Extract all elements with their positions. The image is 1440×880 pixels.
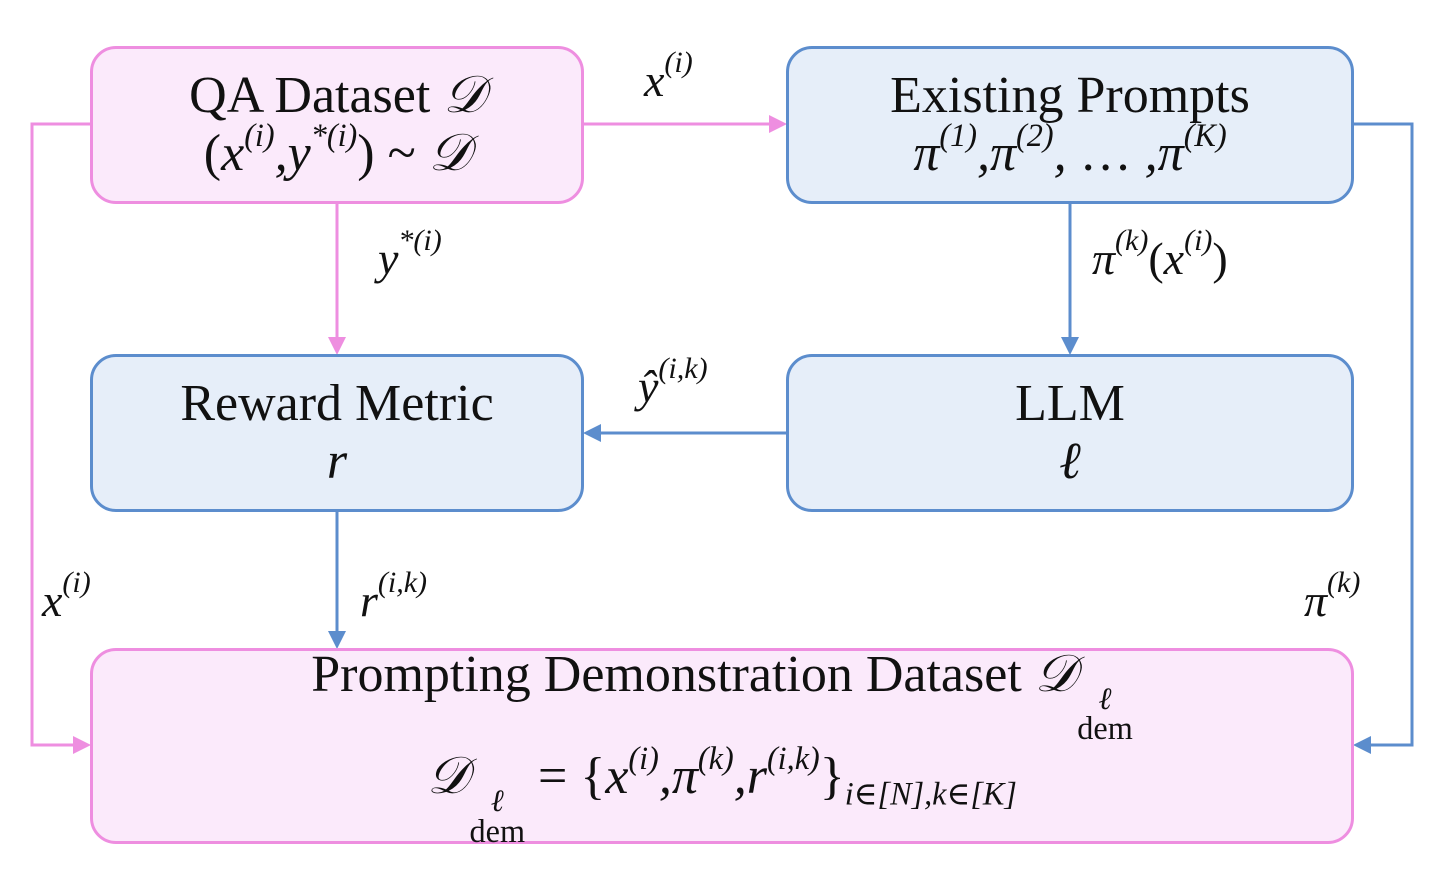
edge-existing-demo-sup: (k)	[1327, 566, 1361, 599]
edge-reward-demo-base: r	[360, 575, 378, 626]
llm-box: LLM ℓ	[786, 354, 1354, 512]
reward-metric-symbol: r	[326, 433, 348, 490]
demo-symbol-sup: ℓ	[1098, 680, 1112, 716]
edge-existing-llm-arg: x	[1163, 233, 1185, 284]
edge-qa-reward-base: y	[378, 233, 399, 284]
demo-def-sub: dem	[469, 812, 526, 849]
edge-reward-demo-sup: (i,k)	[377, 566, 428, 599]
edge-existing-demo-base: π	[1304, 575, 1328, 626]
qa-dataset-title-line: QA Dataset 𝒟	[189, 67, 485, 125]
prompt-pi-1: π	[913, 125, 940, 182]
edge-existing-llm-arg-sup: (i)	[1184, 224, 1213, 257]
qa-pair-y: y	[287, 125, 311, 182]
prompt-sup-K: (K)	[1183, 116, 1227, 153]
edge-llm-reward-base: ŷ	[638, 361, 659, 412]
prompt-ellipsis: …	[1079, 125, 1132, 182]
demo-set-x-sup: (i)	[628, 739, 659, 776]
demo-set-r: r	[746, 748, 767, 805]
existing-prompts-box: Existing Prompts π(1),π(2), … ,π(K)	[786, 46, 1354, 204]
prompt-pi-2: π	[989, 125, 1017, 182]
edge-qa-demo-sup: (i)	[62, 566, 91, 599]
edge-llm-reward-sup: (i,k)	[658, 352, 708, 385]
edge-label-llm-to-reward: ŷ(i,k)	[638, 354, 708, 413]
demo-set-pi: π	[671, 748, 698, 805]
existing-prompts-title: Existing Prompts	[890, 66, 1250, 124]
demo-set-r-sup: (i,k)	[766, 739, 820, 776]
qa-dataset-title: QA Dataset	[189, 66, 431, 124]
edge-qa-existing-base: x	[644, 55, 665, 106]
edge-existing-llm-sup: (k)	[1115, 224, 1149, 257]
llm-title: LLM	[1015, 374, 1125, 432]
qa-dataset-sample-line: (x(i),y*(i)) ~ 𝒟	[203, 116, 471, 182]
demo-set-index: i∈[N],k∈[K]	[844, 775, 1017, 812]
qa-pair-x-sup: (i)	[244, 116, 275, 153]
edge-qa-demo-base: x	[42, 575, 63, 626]
demo-set-pi-sup: (k)	[697, 739, 734, 776]
arrow-qa-to-demo	[30, 122, 91, 754]
edge-label-existing-to-demo: π(k)	[1304, 568, 1360, 627]
existing-prompts-list: π(1),π(2), … ,π(K)	[913, 116, 1227, 182]
qa-dataset-symbol: 𝒟	[443, 66, 485, 124]
demo-symbol: 𝒟	[1034, 645, 1077, 703]
demo-title: Prompting Demonstration Dataset	[311, 645, 1022, 703]
demo-def-sup: ℓ	[490, 783, 504, 819]
qa-pair-y-sup: *(i)	[310, 116, 358, 153]
demo-equals: =	[538, 748, 568, 805]
edge-qa-reward-sup: *(i)	[398, 224, 442, 257]
demo-set-x: x	[605, 748, 629, 805]
reward-metric-box: Reward Metric r	[90, 354, 584, 512]
edge-label-qa-to-demo: x(i)	[42, 568, 91, 627]
qa-pair-x: x	[221, 125, 245, 182]
demo-symbol-sub: dem	[1077, 710, 1133, 747]
edge-existing-llm-base: π	[1092, 233, 1116, 284]
edge-label-reward-to-demo: r(i,k)	[360, 568, 427, 627]
demo-def-symbol: 𝒟	[427, 748, 469, 805]
reward-metric-title: Reward Metric	[180, 374, 494, 432]
qa-dataset-ref: 𝒟	[428, 125, 471, 182]
arrow-existing-to-demo	[1353, 122, 1414, 754]
edge-label-qa-to-existing: x(i)	[644, 48, 693, 107]
prompt-pi-K: π	[1157, 125, 1184, 182]
prompt-sup-1: (1)	[939, 116, 977, 153]
edge-label-qa-to-reward: y*(i)	[378, 226, 442, 285]
qa-dataset-box: QA Dataset 𝒟 (x(i),y*(i)) ~ 𝒟	[90, 46, 584, 204]
prompt-sup-2: (2)	[1016, 116, 1054, 153]
qa-sim: ~	[387, 125, 416, 182]
edge-label-existing-to-llm: π(k)(x(i))	[1092, 224, 1228, 285]
edge-qa-existing-sup: (i)	[664, 46, 693, 79]
llm-symbol: ℓ	[1059, 433, 1081, 490]
